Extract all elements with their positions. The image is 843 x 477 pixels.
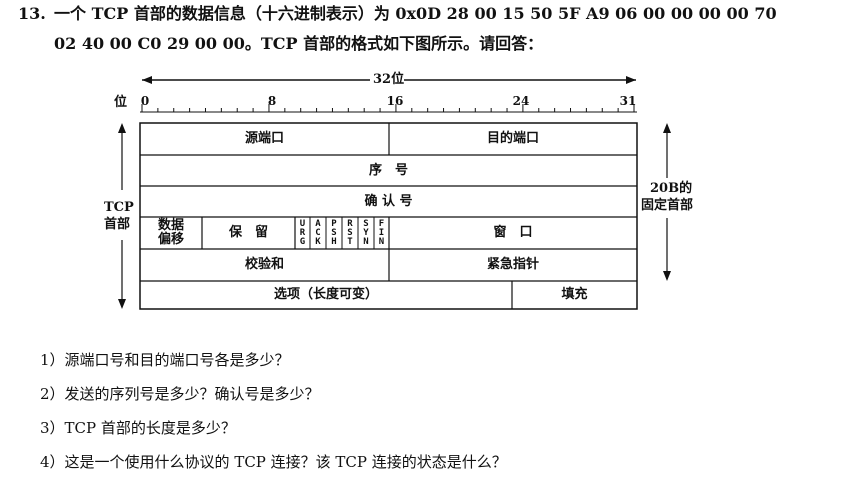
fixed-header-label-line2: 固定首部: [641, 198, 694, 213]
flag-letter: N: [363, 236, 369, 247]
tcp-header-label-line1: TCP: [104, 200, 134, 215]
sub-question-1: 1）源端口号和目的端口号各是多少？: [40, 351, 290, 369]
field-window: 窗 口: [493, 225, 533, 240]
data-offset-line2: 偏移: [157, 232, 184, 247]
flag-letter: S: [331, 227, 337, 238]
flag-letter: G: [299, 236, 306, 247]
tick-label: 16: [386, 94, 404, 108]
question-text-1: 一个 TCP 首部的数据信息（十六进制表示）为 0x0D 28 00 15 50…: [54, 4, 777, 23]
field-destination-port: 目的端口: [486, 131, 539, 146]
flag-letter: R: [347, 218, 353, 229]
field-padding: 填充: [561, 287, 588, 302]
tick-label: 0: [140, 94, 150, 108]
sub-question-3: 3）TCP 首部的长度是多少？: [40, 419, 236, 437]
flag-letter: P: [331, 218, 337, 229]
flag-letter: S: [347, 227, 353, 238]
flag-letter: A: [315, 218, 321, 229]
flag-letter: U: [299, 218, 306, 229]
flag-letter: S: [363, 218, 369, 229]
flag-letter: N: [378, 236, 385, 247]
diagram-lines: [118, 76, 671, 310]
field-urgent-pointer: 紧急指针: [486, 257, 539, 272]
flag-letter: K: [315, 236, 321, 247]
field-checksum: 校验和: [244, 257, 284, 272]
tick-label: 24: [512, 94, 530, 108]
flag-letter: H: [331, 236, 337, 247]
flag-letter: I: [378, 227, 385, 238]
flag-letter: R: [299, 227, 306, 238]
tick-label: 8: [267, 94, 277, 108]
flag-letter: Y: [363, 227, 369, 238]
fixed-header-label-line1: 20B的: [650, 181, 693, 196]
flag-letter: T: [347, 236, 353, 247]
field-sequence-number: 序 号: [368, 162, 408, 178]
field-ack-number: 确 认 号: [364, 193, 413, 209]
data-offset-line1: 数据: [157, 218, 184, 233]
sub-question-2: 2）发送的序列号是多少？确认号是多少？: [40, 385, 320, 403]
tick-label: 31: [619, 94, 637, 108]
tcp-header-diagram: 32位 位 0 8 16 24 31 TCP 首部 20B的 固定首部 源端口 …: [104, 72, 694, 310]
field-data-offset: 数据 偏移: [140, 217, 202, 249]
bit-label: 位: [114, 95, 128, 110]
question-line-2: 02 40 00 C0 29 00 00。TCP 首部的格式如下图所示。请回答：: [54, 34, 544, 53]
field-reserved: 保 留: [228, 225, 268, 240]
flag-letter: C: [315, 227, 321, 238]
question-line-1: 13. 一个 TCP 首部的数据信息（十六进制表示）为 0x0D 28 00 15…: [18, 4, 777, 24]
tcp-header-label-line2: 首部: [104, 217, 131, 232]
sub-question-4: 4）这是一个使用什么协议的 TCP 连接？该 TCP 连接的状态是什么？: [40, 453, 507, 471]
field-source-port: 源端口: [244, 131, 284, 146]
width-label: 32位: [373, 72, 405, 87]
field-options: 选项（长度可变）: [273, 287, 378, 302]
question-number: 13.: [18, 4, 46, 23]
flag-letter: F: [378, 218, 385, 229]
